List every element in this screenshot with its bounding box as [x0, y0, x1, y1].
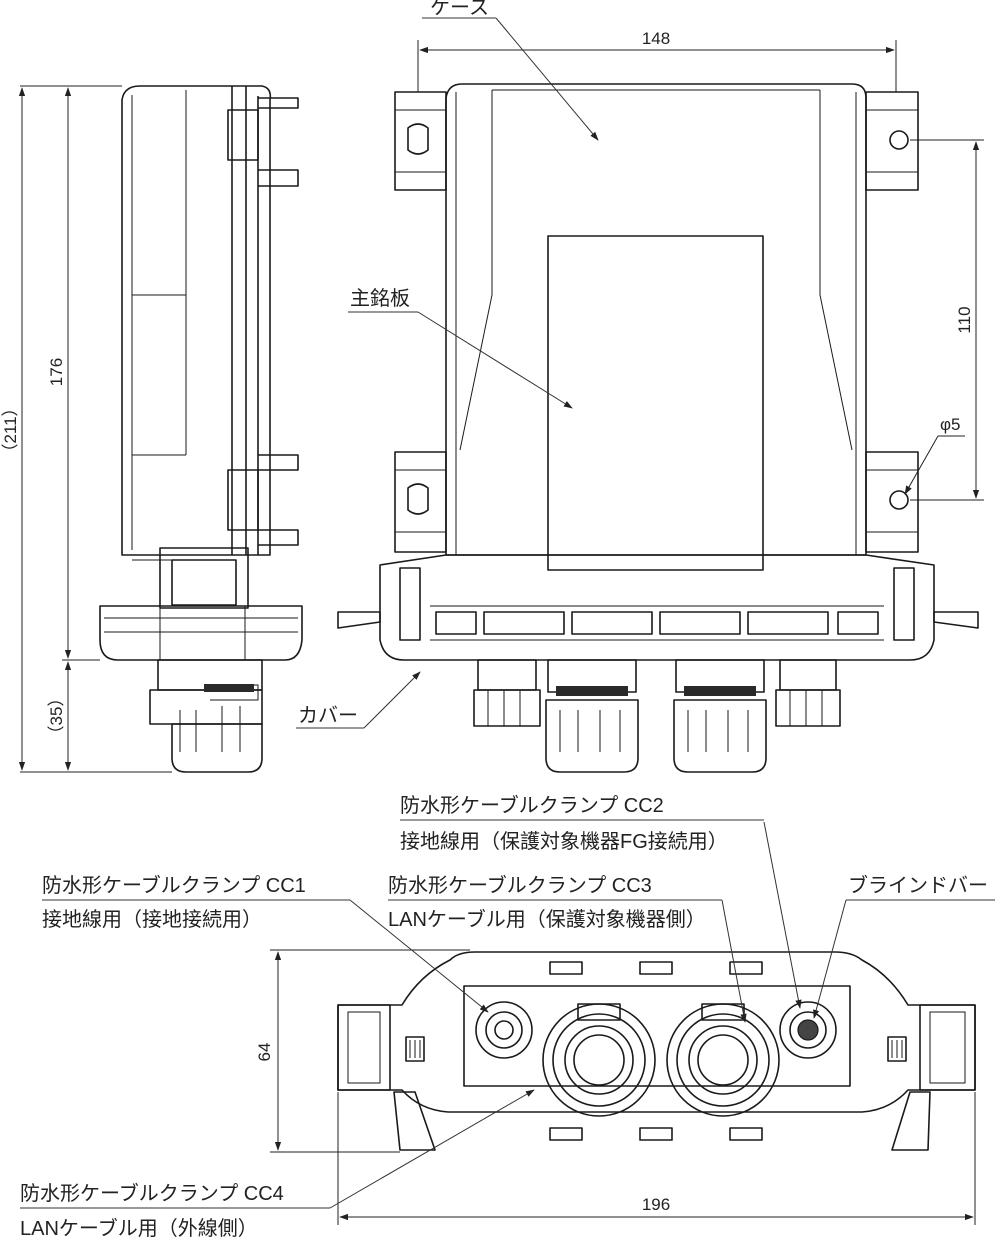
label-cc2-title: 防水形ケーブルクランプ CC2: [400, 793, 664, 817]
dim-total-height: （211）: [1, 399, 20, 460]
bottom-labels: 防水形ケーブルクランプ CC2 接地線用（保護対象機器FG接続用） 防水形ケーブ…: [20, 793, 995, 1240]
dim-overall-width: 196: [642, 1195, 670, 1214]
front-view: [337, 83, 979, 773]
label-blind-bar: ブラインドバー: [848, 873, 988, 897]
label-cc4-desc: LANケーブル用（外線側）: [20, 1216, 258, 1240]
dim-hole-pitch: 110: [955, 306, 974, 333]
front-dimensions: 148 110 φ5: [417, 29, 984, 501]
label-case: ケース: [430, 0, 489, 19]
label-cc2-desc: 接地線用（保護対象機器FG接続用）: [400, 830, 728, 853]
dim-top-width: 148: [642, 29, 670, 48]
label-nameplate: 主銘板: [350, 287, 410, 310]
nameplate: [547, 235, 764, 571]
front-labels: ケース 主銘板 カバー: [296, 0, 599, 729]
dim-body-height: 176: [47, 358, 66, 386]
label-cc4-title: 防水形ケーブルクランプ CC4: [20, 1181, 284, 1205]
side-view: [99, 85, 303, 773]
dim-hole-dia: φ5: [940, 415, 960, 434]
label-cc1-desc: 接地線用（接地接続用）: [42, 908, 262, 931]
label-cc1-title: 防水形ケーブルクランプ CC1: [42, 873, 306, 897]
side-dimensions: （211） 176 （35）: [1, 85, 172, 773]
label-cc3-desc: LANケーブル用（保護対象機器側）: [388, 907, 706, 931]
label-cc3-title: 防水形ケーブルクランプ CC3: [388, 873, 652, 897]
label-cover: カバー: [298, 705, 358, 727]
bottom-dimensions: 64 196: [255, 949, 976, 1225]
dim-gland-height: （35）: [47, 690, 66, 743]
bottom-view: [337, 951, 976, 1151]
dim-depth: 64: [255, 1043, 274, 1062]
